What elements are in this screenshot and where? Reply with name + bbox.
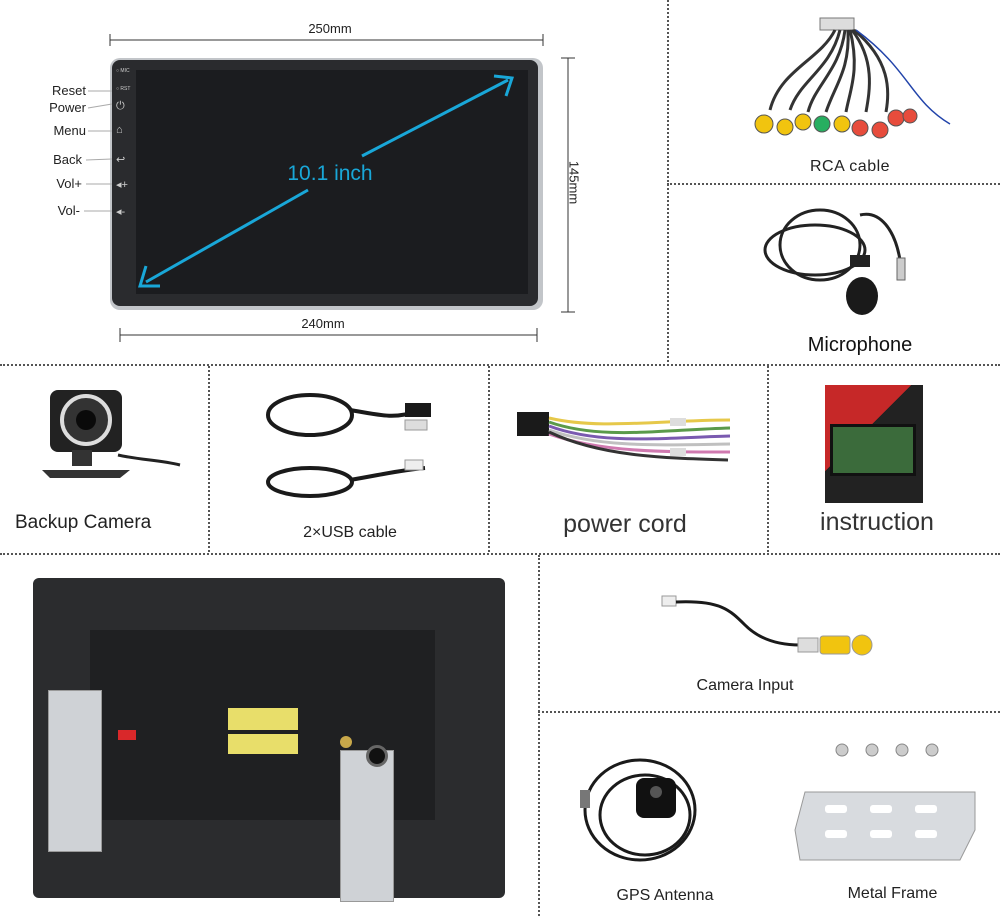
divider-row2-a [208,366,210,552]
dimension-line-top [109,34,575,342]
vol-down-icon[interactable]: ◂- [116,206,126,218]
diagonal-label: 10.1 inch [287,162,373,185]
microphone-label: Microphone [807,334,913,356]
gps-antenna-label: GPS Antenna [616,887,714,904]
power-icon[interactable]: ⏻ [116,100,125,112]
metal-frame-label: Metal Frame [847,885,938,902]
rca-cable-image [754,17,951,139]
side-leader-lines [84,90,113,212]
width-bottom-label: 240mm [301,316,345,331]
width-top-label: 250mm [308,21,352,36]
metal-frame-image [794,743,976,861]
usb-cable-label: 2×USB cable [303,524,397,541]
vol-up-icon[interactable]: ◂+ [116,179,128,191]
label-reset: Reset [52,83,86,98]
divider-row-2 [0,553,1000,555]
instruction-label: instruction [820,508,934,536]
device-screen [136,70,528,294]
rear-connector-yellow-2 [228,734,298,754]
divider-row3-right [538,711,1000,713]
microphone-image [763,208,906,315]
back-icon[interactable]: ↩ [116,154,126,166]
usb-cable-image [266,393,431,498]
backup-camera-label: Backup Camera [15,512,152,533]
backup-camera-image [42,390,181,478]
height-label: 145mm [566,160,582,205]
instruction-device-image [830,424,916,476]
label-back: Back [53,152,82,167]
rear-bracket-right [340,750,394,902]
power-cord-image [517,412,731,462]
rear-bracket-left [48,690,102,852]
divider-row2-c [767,366,769,552]
label-menu: Menu [53,123,86,138]
rear-connector-yellow-1 [228,708,298,730]
divider-row2-b [488,366,490,552]
label-vol-down: Vol- [57,203,80,218]
rear-connector-red [118,730,136,740]
divider-row-1 [0,364,1000,366]
mic-marker: ○ MIC [116,68,130,74]
camera-input-label: Camera Input [696,677,794,694]
divider-row3 [538,555,540,916]
camera-input-image [661,595,873,656]
gps-antenna-image [580,758,697,862]
divider-vertical-top [667,0,669,362]
divider-top-right [667,183,1000,185]
home-icon[interactable]: ⌂ [116,124,123,136]
rst-marker: ○ RST [116,86,131,92]
power-cord-label: power cord [563,510,687,538]
diagonal-arrow [137,74,515,288]
rear-antenna-port [340,736,352,748]
rear-gps-port [366,745,388,767]
label-vol-up: Vol+ [56,176,82,191]
label-power: Power [49,100,86,115]
rca-cable-label: RCA cable [809,158,891,175]
